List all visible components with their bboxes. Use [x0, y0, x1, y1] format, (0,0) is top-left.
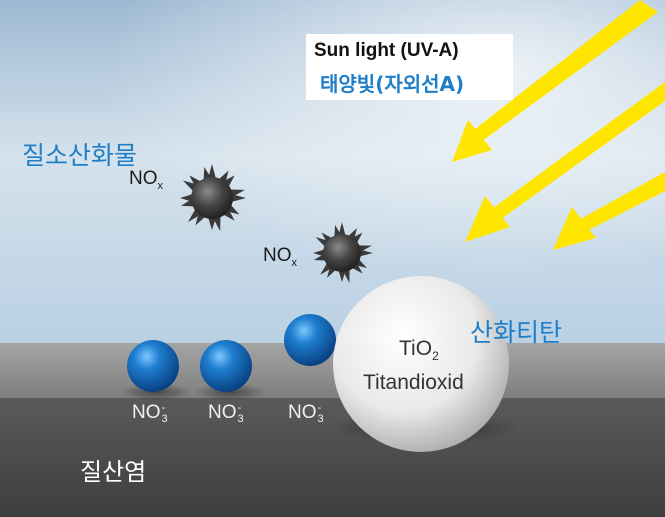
- nox-formula-sub: x: [157, 179, 164, 192]
- sphere-shadow: [120, 383, 192, 401]
- nox-spike: [229, 189, 245, 198]
- nitrate-formula-2: NO-3: [208, 403, 244, 425]
- nitrate-sphere: [200, 340, 252, 392]
- sunlight-ray: [465, 82, 665, 242]
- surface-front: [0, 398, 665, 517]
- sunlight-label-kr: 태양빛(자외선A): [320, 72, 465, 96]
- tio2-sphere: [333, 276, 509, 452]
- sunlight-ray: [452, 0, 658, 162]
- nitrate-formula-scripts: -3: [238, 403, 244, 425]
- nox-formula-1: NOx: [129, 168, 163, 192]
- nox-formula-2: NOx: [263, 245, 297, 269]
- sunlight-label-box: [306, 34, 513, 100]
- nox-spike: [207, 216, 217, 230]
- nitrate-formula-sup: -: [237, 402, 242, 414]
- nox-spike: [207, 164, 217, 180]
- nitrate-formula-1: NO-3: [132, 403, 168, 425]
- nitrate-formula-sup: -: [161, 402, 166, 414]
- nox-formula-main: NO: [263, 245, 292, 266]
- tio2-formula-main: TiO: [399, 337, 433, 360]
- nox-core: [323, 234, 361, 272]
- nox-formula-sub: x: [291, 256, 298, 269]
- nitrate-formula-sup: -: [317, 402, 322, 414]
- tio2-formula-sub: 2: [432, 349, 439, 364]
- nox-molecule-2: [313, 222, 373, 283]
- nox-spike: [358, 249, 373, 257]
- nitrate-sphere: [127, 340, 179, 392]
- nox-spike: [180, 193, 194, 203]
- nitrate-formula-3: NO-3: [288, 403, 324, 425]
- nitrate-formula-scripts: -3: [162, 403, 168, 425]
- nox-spike: [230, 193, 246, 203]
- nox-label-kr: 질소산화물: [22, 141, 138, 170]
- sunlight-rays: [452, 0, 665, 250]
- nitrate-sphere: [284, 314, 336, 366]
- nox-spike: [338, 269, 346, 282]
- nitrate-label-kr: 질산염: [80, 458, 147, 486]
- nox-molecule-1: [180, 164, 246, 231]
- nitrate-formula-main: NO: [208, 402, 237, 423]
- tio2-label-kr: 산화티탄: [470, 318, 563, 347]
- nox-spike: [338, 222, 346, 237]
- nitrate-formula-sub: 3: [237, 413, 244, 425]
- nitrate-formula-main: NO: [132, 402, 161, 423]
- nox-core: [191, 177, 233, 219]
- tio2-name: Titandioxid: [363, 371, 464, 394]
- nitrate-formula-sub: 3: [161, 413, 168, 425]
- nitrate-formula-scripts: -3: [318, 403, 324, 425]
- nox-spike: [313, 249, 326, 257]
- nox-formula-main: NO: [129, 168, 158, 189]
- tio2-formula: TiO2: [399, 337, 439, 363]
- nox-spike: [357, 245, 372, 253]
- sunlight-label-en: Sun light (UV-A): [314, 40, 459, 61]
- nitrate-formula-main: NO: [288, 402, 317, 423]
- sunlight-ray: [553, 172, 665, 250]
- nitrate-formula-sub: 3: [317, 413, 324, 425]
